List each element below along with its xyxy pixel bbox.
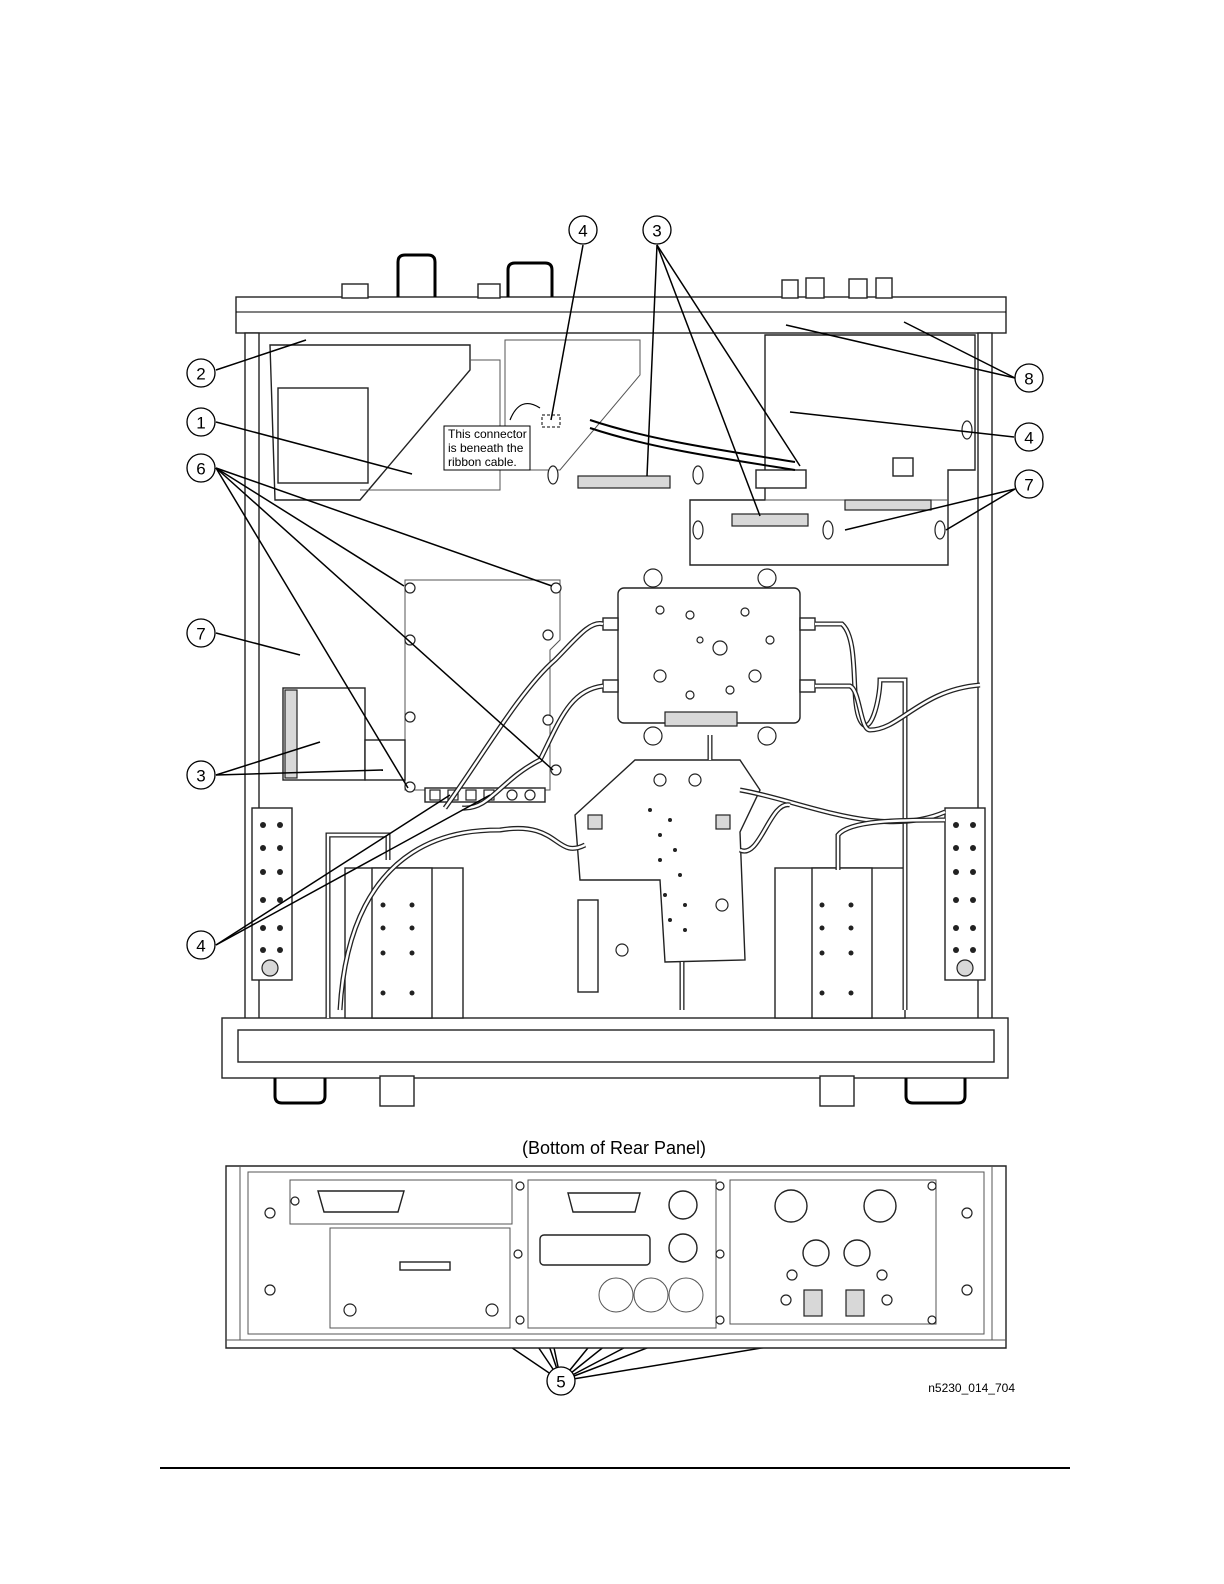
svg-text:4: 4	[578, 222, 587, 241]
svg-text:3: 3	[652, 222, 661, 241]
svg-text:7: 7	[1024, 476, 1033, 495]
svg-text:4: 4	[1024, 429, 1033, 448]
note-line-2: is beneath the	[448, 441, 524, 455]
callout-2: 2	[187, 359, 215, 387]
callout-4-right: 4	[1015, 423, 1043, 451]
callout-4-top: 4	[569, 216, 597, 244]
callout-3-left: 3	[187, 761, 215, 789]
svg-text:6: 6	[196, 460, 205, 479]
note-line-1: This connector	[448, 427, 527, 441]
callout-3-top: 3	[643, 216, 671, 244]
connector-note: This connector is beneath the ribbon cab…	[444, 426, 530, 470]
note-line-3: ribbon cable.	[448, 455, 517, 469]
svg-text:7: 7	[196, 625, 205, 644]
svg-text:4: 4	[196, 937, 205, 956]
rear-panel-caption: (Bottom of Rear Panel)	[522, 1138, 706, 1158]
callout-1: 1	[187, 408, 215, 436]
callout-4-left: 4	[187, 931, 215, 959]
figure-id: n5230_014_704	[928, 1381, 1015, 1395]
svg-text:3: 3	[196, 767, 205, 786]
callout-6: 6	[187, 454, 215, 482]
callout-5: 5	[547, 1367, 575, 1395]
svg-text:1: 1	[196, 414, 205, 433]
callout-7-left: 7	[187, 619, 215, 647]
svg-text:5: 5	[556, 1373, 565, 1392]
callout-8: 8	[1015, 364, 1043, 392]
svg-text:2: 2	[196, 365, 205, 384]
svg-text:8: 8	[1024, 370, 1033, 389]
chassis-drawing	[222, 255, 1008, 1106]
rear-panel-drawing	[226, 1166, 1006, 1348]
callout-7-right: 7	[1015, 470, 1043, 498]
